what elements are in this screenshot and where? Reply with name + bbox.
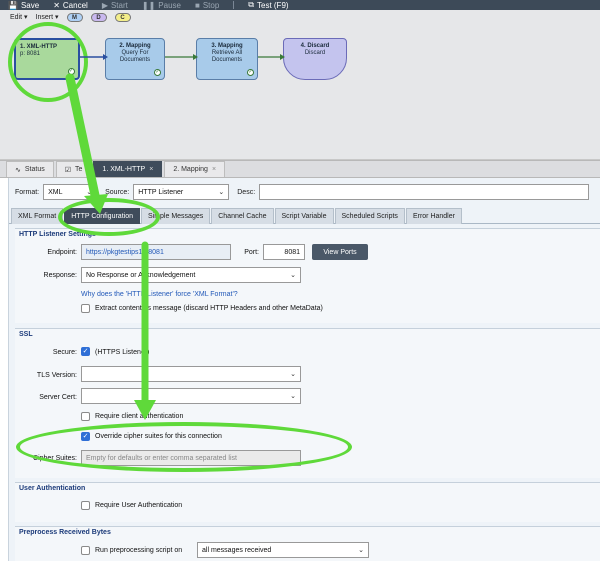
play-icon: ▶ <box>101 0 108 10</box>
start-button[interactable]: ▶Start <box>101 0 128 10</box>
subtab-scheduled-scripts[interactable]: Scheduled Scripts <box>334 208 405 224</box>
section-title: HTTP Listener Settings <box>19 231 96 238</box>
chevron-down-icon: ⌄ <box>290 393 296 400</box>
highlight-ellipse-node <box>8 22 88 102</box>
section-title: User Authentication <box>19 485 86 492</box>
subtab-xml-format[interactable]: XML Format <box>11 208 64 224</box>
tls-version-select[interactable]: ⌄ <box>81 366 301 382</box>
pause-button[interactable]: ❚❚Pause <box>141 0 181 10</box>
node-discard[interactable]: 4. Discard Discard <box>283 38 347 80</box>
server-cert-select[interactable]: ⌄ <box>81 388 301 404</box>
why-xml-format-link[interactable]: Why does the 'HTTP Listener' force 'XML … <box>81 291 238 298</box>
pause-icon: ❚❚ <box>141 0 156 10</box>
endpoint-field: https://pkgtestips12:8081 <box>81 244 231 260</box>
checkbox-icon: ☑ <box>64 166 72 174</box>
tab-mapping[interactable]: 2. Mapping× <box>164 161 226 177</box>
subtab-channel-cache[interactable]: Channel Cache <box>211 208 274 224</box>
save-button[interactable]: 💾Save <box>8 0 40 10</box>
d-pill[interactable]: D <box>90 12 107 22</box>
require-user-auth-checkbox[interactable] <box>81 501 90 510</box>
c-pill[interactable]: C <box>114 12 131 22</box>
tab-test[interactable]: ☑Te <box>55 161 92 177</box>
chevron-down-icon: ⌄ <box>86 189 93 196</box>
desc-input[interactable] <box>259 184 590 200</box>
flow-canvas[interactable]: Edit ▾ Insert ▾ M D C 1. XML-HTTP p: 808… <box>0 10 600 160</box>
node-mapping-retrieve[interactable]: 3. Mapping Retrieve All Documents ✓ <box>196 38 258 80</box>
check-icon: ✓ <box>247 69 254 76</box>
canvas-menubar: Edit ▾ Insert ▾ M D C <box>0 10 600 24</box>
run-preprocess-checkbox[interactable] <box>81 546 90 555</box>
response-select[interactable]: No Response or Acknowledgement⌄ <box>81 267 301 283</box>
test-button[interactable]: ⧉Test (F9) <box>248 0 289 10</box>
user-auth-section: User Authentication Require User Authent… <box>15 482 600 522</box>
close-icon[interactable]: × <box>211 166 217 173</box>
highlight-ellipse-cipher <box>16 422 352 472</box>
highlight-ellipse-tab <box>58 198 160 236</box>
pulse-icon: ∿ <box>15 166 21 174</box>
preprocess-section: Preprocess Received Bytes Run preprocess… <box>15 526 600 561</box>
view-ports-button[interactable]: View Ports <box>312 244 368 260</box>
edit-menu[interactable]: Edit ▾ <box>10 14 28 21</box>
chevron-down-icon: ⌄ <box>290 371 296 378</box>
node-mapping-query[interactable]: 2. Mapping Query For Documents ✓ <box>105 38 165 80</box>
extract-content-checkbox[interactable] <box>81 304 90 313</box>
tab-xml-http[interactable]: 1. XML-HTTP× <box>93 161 163 177</box>
test-icon: ⧉ <box>248 0 254 9</box>
http-listener-section: HTTP Listener Settings Endpoint: https:/… <box>15 228 600 323</box>
section-title: SSL <box>19 331 33 338</box>
insert-menu[interactable]: Insert ▾ <box>35 14 59 21</box>
chevron-down-icon: ⌄ <box>290 272 296 279</box>
subtab-script-variable[interactable]: Script Variable <box>274 208 334 224</box>
toolbar-divider <box>233 1 235 9</box>
close-icon[interactable]: × <box>149 166 154 173</box>
subtab-error-handler[interactable]: Error Handler <box>405 208 462 224</box>
save-icon: 💾 <box>8 0 18 10</box>
secure-checkbox[interactable]: ✓ <box>81 347 90 356</box>
cancel-icon: ✕ <box>53 0 60 10</box>
section-title: Preprocess Received Bytes <box>19 529 111 536</box>
tab-status[interactable]: ∿Status <box>6 161 54 177</box>
chevron-down-icon: ⌄ <box>218 189 225 196</box>
preprocess-scope-select[interactable]: all messages received⌄ <box>197 542 369 558</box>
format-select[interactable]: XML⌄ <box>43 184 98 200</box>
check-icon: ✓ <box>154 69 161 76</box>
top-toolbar: 💾Save ✕Cancel ▶Start ❚❚Pause ■Stop ⧉Test… <box>0 0 600 10</box>
m-pill[interactable]: M <box>66 12 83 22</box>
port-field[interactable]: 8081 <box>263 244 305 260</box>
source-select[interactable]: HTTP Listener⌄ <box>133 184 230 200</box>
editor-tabbar: ∿Status ☑Te 1. XML-HTTP× 2. Mapping× <box>0 160 600 178</box>
stop-icon: ■ <box>194 0 200 10</box>
stop-button[interactable]: ■Stop <box>194 0 220 10</box>
require-client-auth-checkbox[interactable] <box>81 412 90 421</box>
cancel-button[interactable]: ✕Cancel <box>53 0 88 10</box>
chevron-down-icon: ⌄ <box>358 547 364 554</box>
